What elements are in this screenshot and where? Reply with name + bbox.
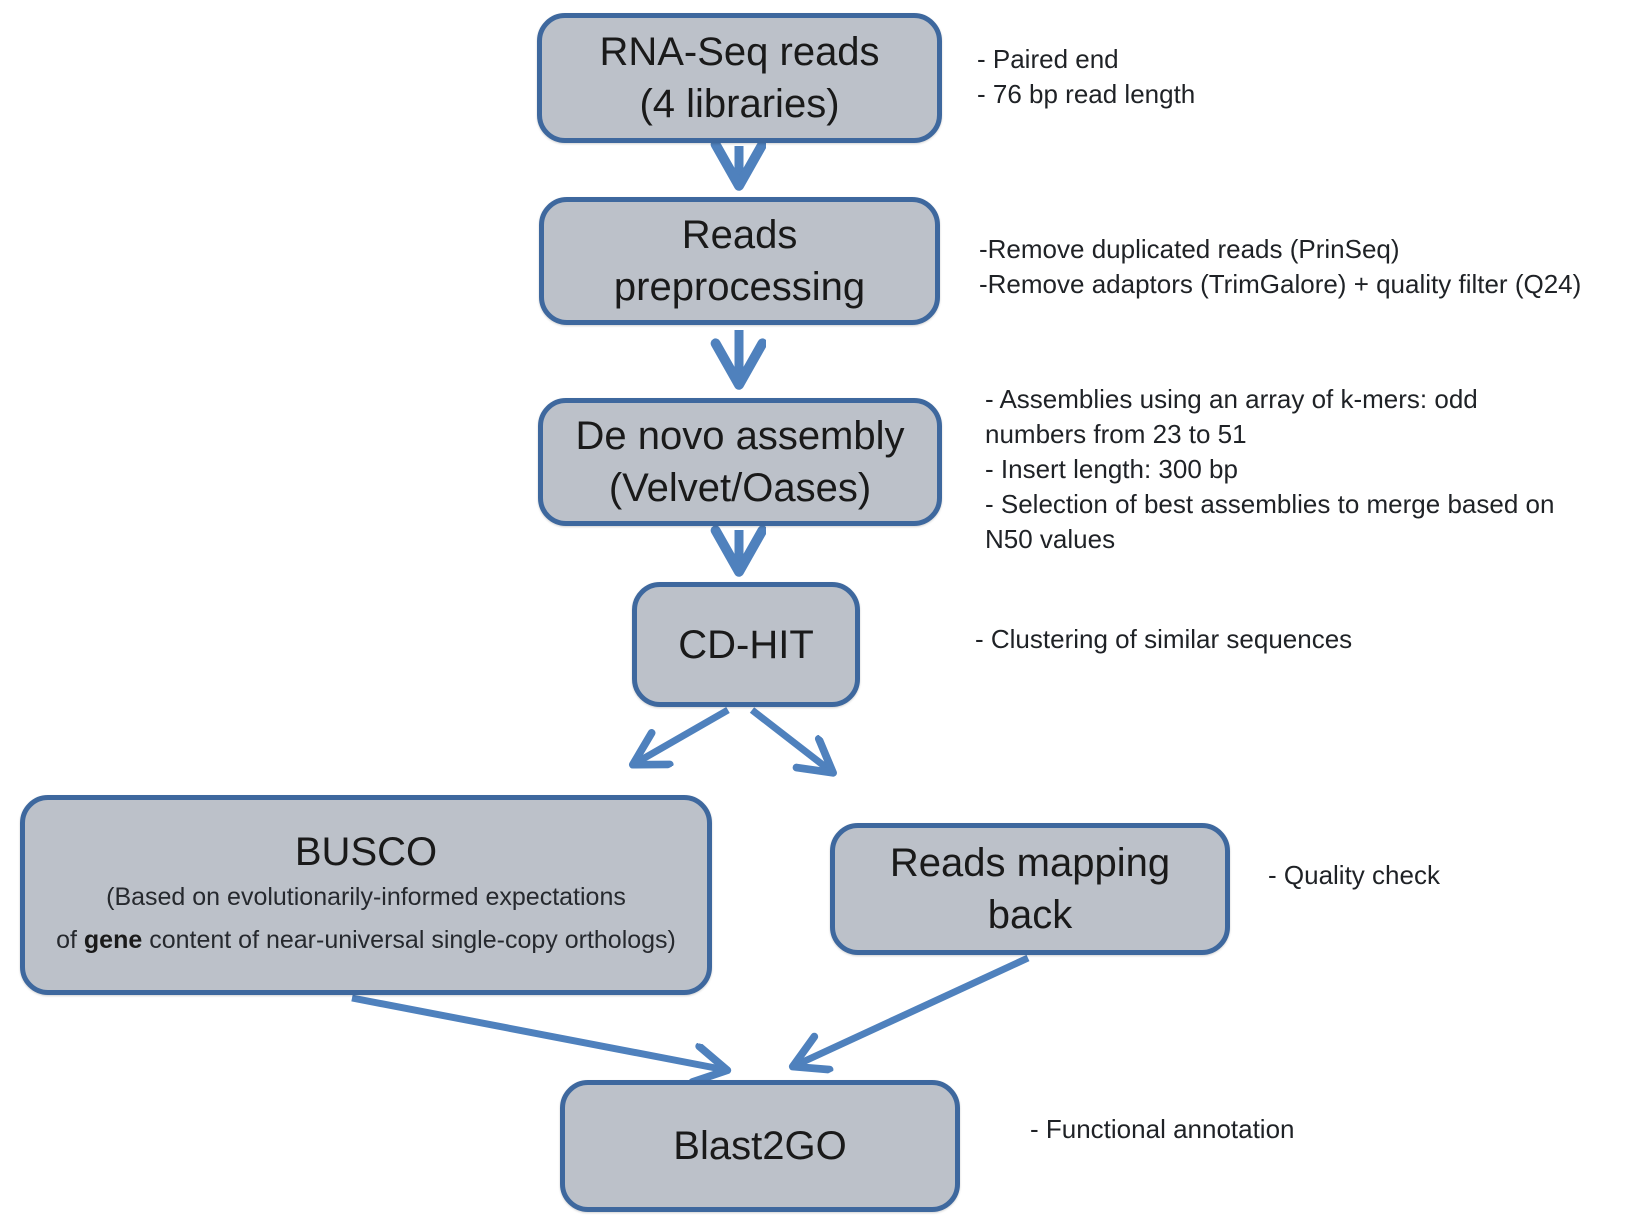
node-label: Reads mapping <box>889 841 1171 885</box>
arrow-cdhit-to-reads-mapping <box>749 707 832 772</box>
annotation-line: - Functional annotation <box>1030 1114 1295 1144</box>
node-sublabel: (Based on evolutionarily-informed expect… <box>106 883 626 911</box>
node-reads-preprocessing: Reads preprocessing <box>539 197 940 325</box>
arrow-busco-to-blast2go <box>351 994 726 1070</box>
annotation-line: - Selection of best assemblies to merge … <box>985 489 1555 519</box>
annotation-line: - Clustering of similar sequences <box>975 624 1353 654</box>
node-label: preprocessing <box>613 265 866 309</box>
node-label: (Velvet/Oases) <box>608 466 872 510</box>
annotation-line: numbers from 23 to 51 <box>985 419 1247 449</box>
node-blast2go: Blast2GO <box>560 1080 960 1212</box>
node-label: Blast2GO <box>673 1124 847 1168</box>
annotation-line: - Insert length: 300 bp <box>985 454 1238 484</box>
annotation-blast2go: - Functional annotation <box>1030 1112 1295 1147</box>
annotation-line: -Remove adaptors (TrimGalore) + quality … <box>979 269 1582 299</box>
node-sublabel: of gene content of near-universal single… <box>56 926 676 954</box>
node-de-novo-assembly: De novo assembly (Velvet/Oases) <box>538 398 942 526</box>
node-label: Reads <box>681 213 798 257</box>
node-label: CD-HIT <box>678 622 814 667</box>
arrow-reads-mapping-to-blast2go <box>794 954 1030 1066</box>
annotation-rna-seq-reads: - Paired end - 76 bp read length <box>977 42 1195 112</box>
node-rna-seq-reads: RNA-Seq reads (4 libraries) <box>537 13 942 143</box>
node-label: RNA-Seq reads <box>599 30 880 74</box>
node-label: (4 libraries) <box>639 82 840 126</box>
annotation-reads-preprocessing: -Remove duplicated reads (PrinSeq) -Remo… <box>979 232 1581 302</box>
arrow-cdhit-to-busco <box>634 706 730 764</box>
node-reads-mapping-back: Reads mapping back <box>830 823 1230 955</box>
node-label: BUSCO <box>294 830 438 874</box>
annotation-cd-hit: - Clustering of similar sequences <box>975 622 1352 657</box>
annotation-de-novo-assembly: - Assemblies using an array of k-mers: o… <box>985 382 1554 557</box>
node-label: De novo assembly <box>575 414 905 458</box>
annotation-line: - Assemblies using an array of k-mers: o… <box>985 384 1478 414</box>
annotation-line: - Paired end <box>977 44 1119 74</box>
node-cd-hit: CD-HIT <box>632 582 860 707</box>
annotation-line: - Quality check <box>1268 860 1440 890</box>
annotation-reads-mapping-back: - Quality check <box>1268 858 1440 893</box>
node-label: back <box>987 893 1073 937</box>
annotation-line: -Remove duplicated reads (PrinSeq) <box>979 234 1400 264</box>
annotation-line: N50 values <box>985 524 1116 554</box>
node-busco: BUSCO (Based on evolutionarily-informed … <box>20 795 712 995</box>
annotation-line: - 76 bp read length <box>977 79 1196 109</box>
